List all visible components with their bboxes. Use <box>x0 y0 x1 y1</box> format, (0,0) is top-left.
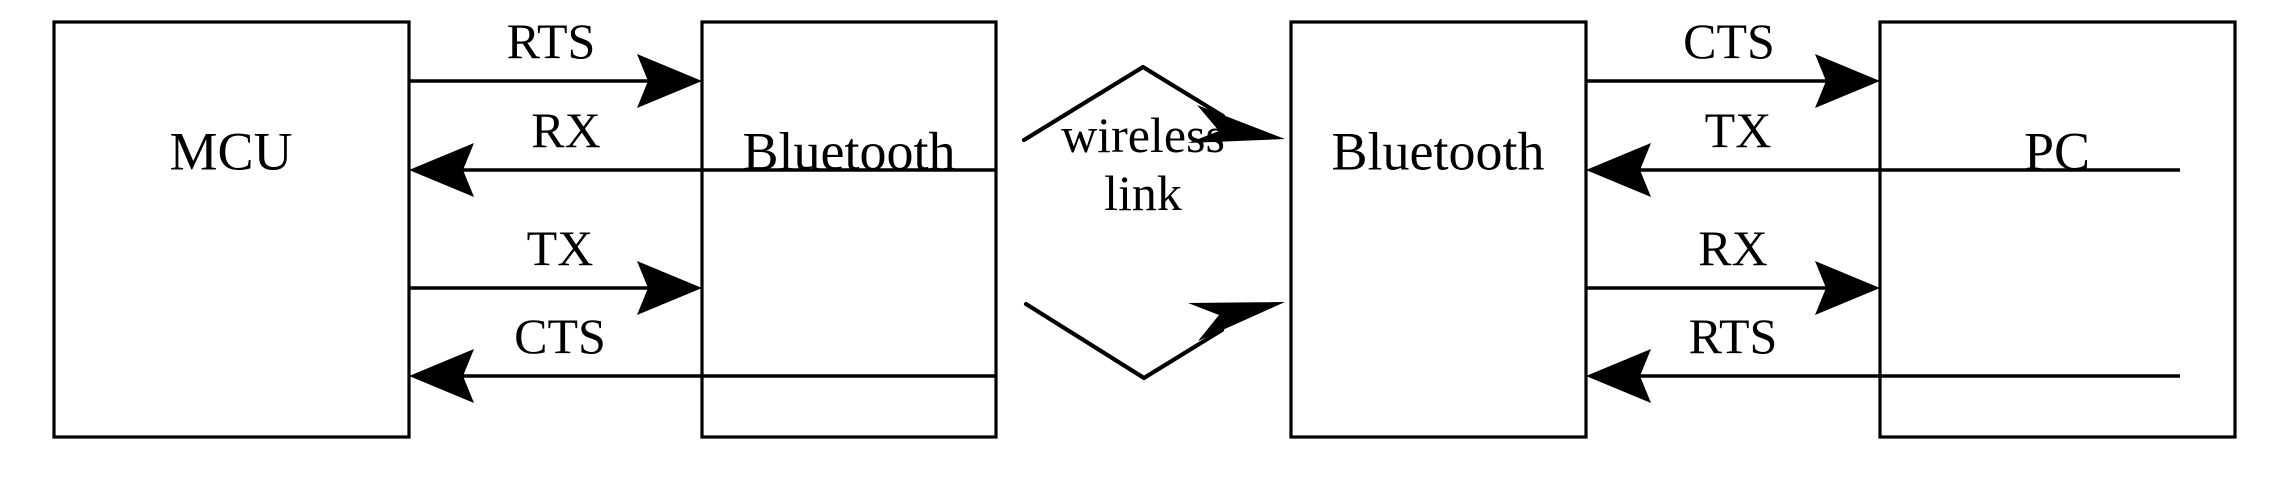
node-pc-box[interactable] <box>1878 20 2237 439</box>
arrow-left-icon <box>1586 143 1651 197</box>
signal-left-rx-label: RX <box>531 102 600 158</box>
arrow-up-right-icon <box>1188 302 1285 341</box>
arrow-left-icon <box>1586 349 1651 403</box>
node-pc-label: PC <box>2024 121 2090 181</box>
arrow-left-icon <box>409 349 474 403</box>
signal-right-rts-label: RTS <box>1689 308 1778 364</box>
signal-right-rx[interactable]: RX <box>1586 220 1880 315</box>
signal-right-tx-label: TX <box>1705 102 1772 158</box>
signal-right-tx[interactable]: TX <box>1586 102 2180 197</box>
wireless-link-label-line2: link <box>1104 165 1182 221</box>
node-mcu-box[interactable] <box>52 20 411 439</box>
arrow-right-icon <box>1815 54 1880 108</box>
wireless-link-label-line1: wireless <box>1061 107 1225 163</box>
wireless-link[interactable]: wireless link <box>1021 64 1285 381</box>
node-mcu[interactable]: MCU <box>52 20 411 439</box>
signal-right-cts[interactable]: CTS <box>1586 13 1880 108</box>
signal-left-rts[interactable]: RTS <box>409 13 702 108</box>
signal-left-rts-label: RTS <box>507 13 596 69</box>
wireless-link-top-path <box>1021 64 1226 143</box>
node-bluetooth-right[interactable]: Bluetooth <box>1289 20 1588 439</box>
arrow-right-icon <box>637 261 702 315</box>
signal-left-tx-label: TX <box>527 220 594 276</box>
arrow-right-icon <box>1815 261 1880 315</box>
node-bluetooth-right-label: Bluetooth <box>1332 121 1545 181</box>
signal-left-rx[interactable]: RX <box>409 102 996 197</box>
signal-left-cts[interactable]: CTS <box>409 308 996 403</box>
signal-left-tx[interactable]: TX <box>409 220 702 315</box>
signal-right-rts[interactable]: RTS <box>1586 308 2180 403</box>
arrow-left-icon <box>409 143 474 197</box>
node-bluetooth-right-box[interactable] <box>1289 20 1588 439</box>
arrow-down-right-icon <box>1188 105 1285 143</box>
wireless-link-bottom-path <box>1023 301 1225 381</box>
node-bluetooth-left-label: Bluetooth <box>743 121 956 181</box>
node-mcu-label: MCU <box>169 121 292 181</box>
node-bluetooth-left-box[interactable] <box>700 20 998 439</box>
arrow-right-icon <box>637 54 702 108</box>
signal-right-cts-label: CTS <box>1683 13 1775 69</box>
signal-left-cts-label: CTS <box>514 308 606 364</box>
signal-right-rx-label: RX <box>1698 220 1767 276</box>
